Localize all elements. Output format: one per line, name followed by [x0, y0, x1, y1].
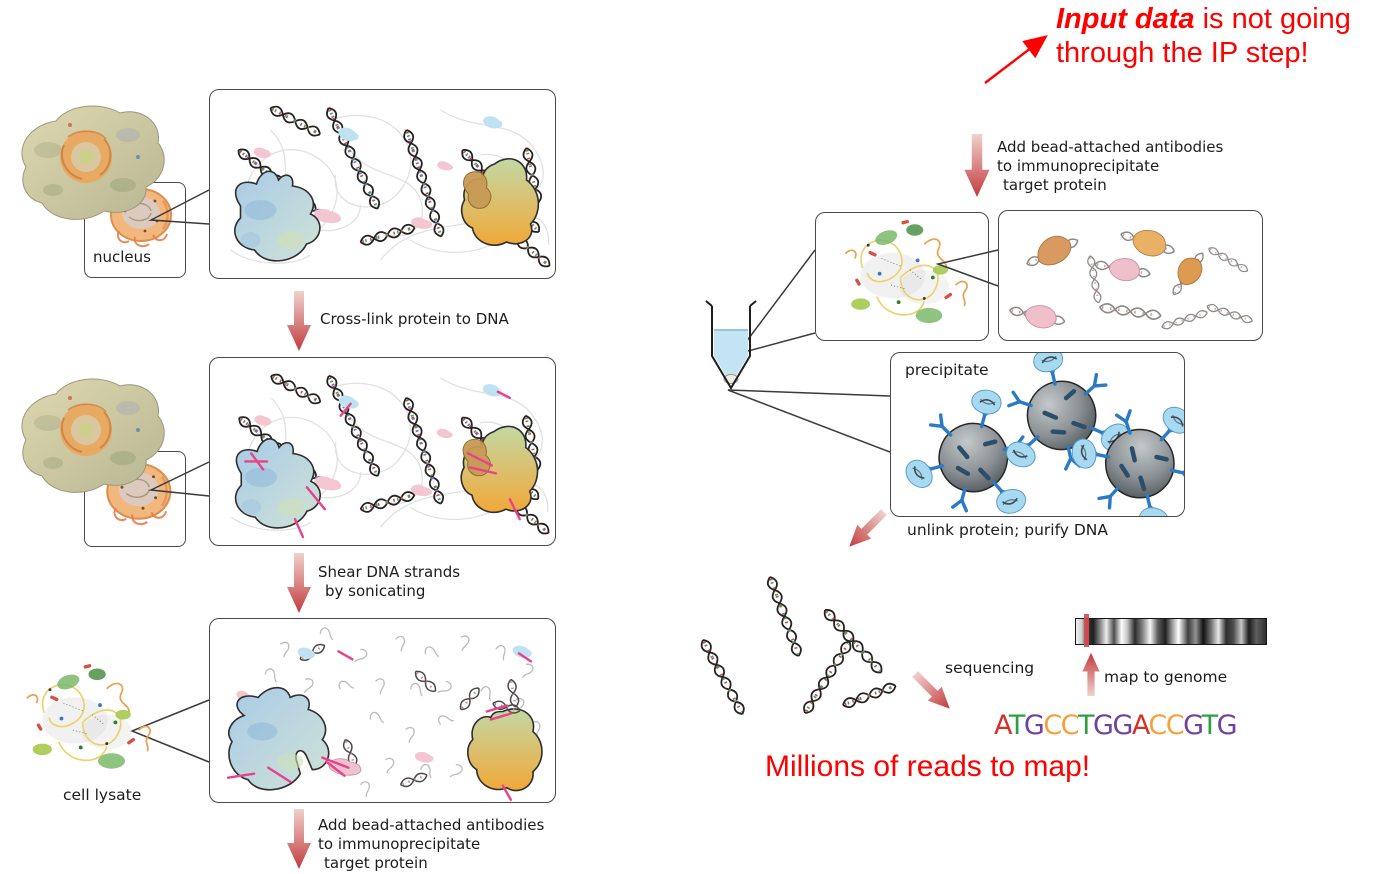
- crosslink-step-label: Cross-link protein to DNA: [320, 310, 509, 328]
- unlink-step-label: unlink protein; purify DNA: [907, 521, 1108, 539]
- supernatant-box: [815, 212, 989, 341]
- mapped-read-tick: [1084, 614, 1089, 647]
- add-beads-step-arrow-icon: [287, 809, 311, 869]
- chromatin-box: [209, 89, 556, 279]
- read-sequence: ATGCCTGGACCGTG: [994, 710, 1238, 741]
- unlink-step-arrow-icon: [846, 506, 891, 554]
- cell-lysate-illustration: [25, 662, 152, 770]
- nucleus-label: nucleus: [93, 248, 151, 266]
- sheared-chromatin-box: [209, 618, 556, 803]
- bound-fragments-box: [998, 210, 1263, 341]
- input-note-bold: Input data: [1056, 3, 1195, 35]
- purified-dna-illustration: [685, 565, 905, 723]
- map-to-genome-arrow-icon: [1082, 652, 1100, 696]
- cell-illustration: [20, 378, 166, 494]
- bound-fragments-illustration: [999, 211, 1262, 340]
- add-beads-step-arrow-icon: [964, 134, 990, 197]
- sequencing-label: sequencing: [945, 659, 1035, 677]
- cell-illustration: [20, 105, 166, 221]
- test-tube-illustration: [705, 300, 757, 389]
- chromatin-illustration: [210, 90, 555, 278]
- map-to-genome-label: map to genome: [1104, 668, 1228, 686]
- reads-note: Millions of reads to map!: [765, 750, 1091, 783]
- crosslink-step-arrow-icon: [287, 291, 311, 351]
- crosslinked-chromatin-box: [209, 357, 556, 546]
- add-beads-step-label: Add bead-attached antibodies to immunopr…: [318, 816, 545, 872]
- input-note: Input data is not going through the IP s…: [1056, 3, 1351, 69]
- precipitate-label: precipitate: [905, 361, 989, 379]
- genome-ideogram: [1075, 614, 1267, 647]
- sheared-chromatin-illustration: [210, 619, 555, 802]
- crosslinked-chromatin-illustration: [210, 358, 555, 539]
- precipitate-box: precipitate: [890, 352, 1185, 517]
- supernatant-illustration: [844, 218, 968, 324]
- cell-lysate-label: cell lysate: [63, 786, 142, 804]
- shear-step-label: Shear DNA strands by sonicating: [318, 563, 461, 600]
- shear-step-arrow-icon: [287, 553, 311, 613]
- add-beads-step-label: Add bead-attached antibodies to immunopr…: [997, 138, 1224, 194]
- input-note-arrow-icon: [984, 35, 1048, 84]
